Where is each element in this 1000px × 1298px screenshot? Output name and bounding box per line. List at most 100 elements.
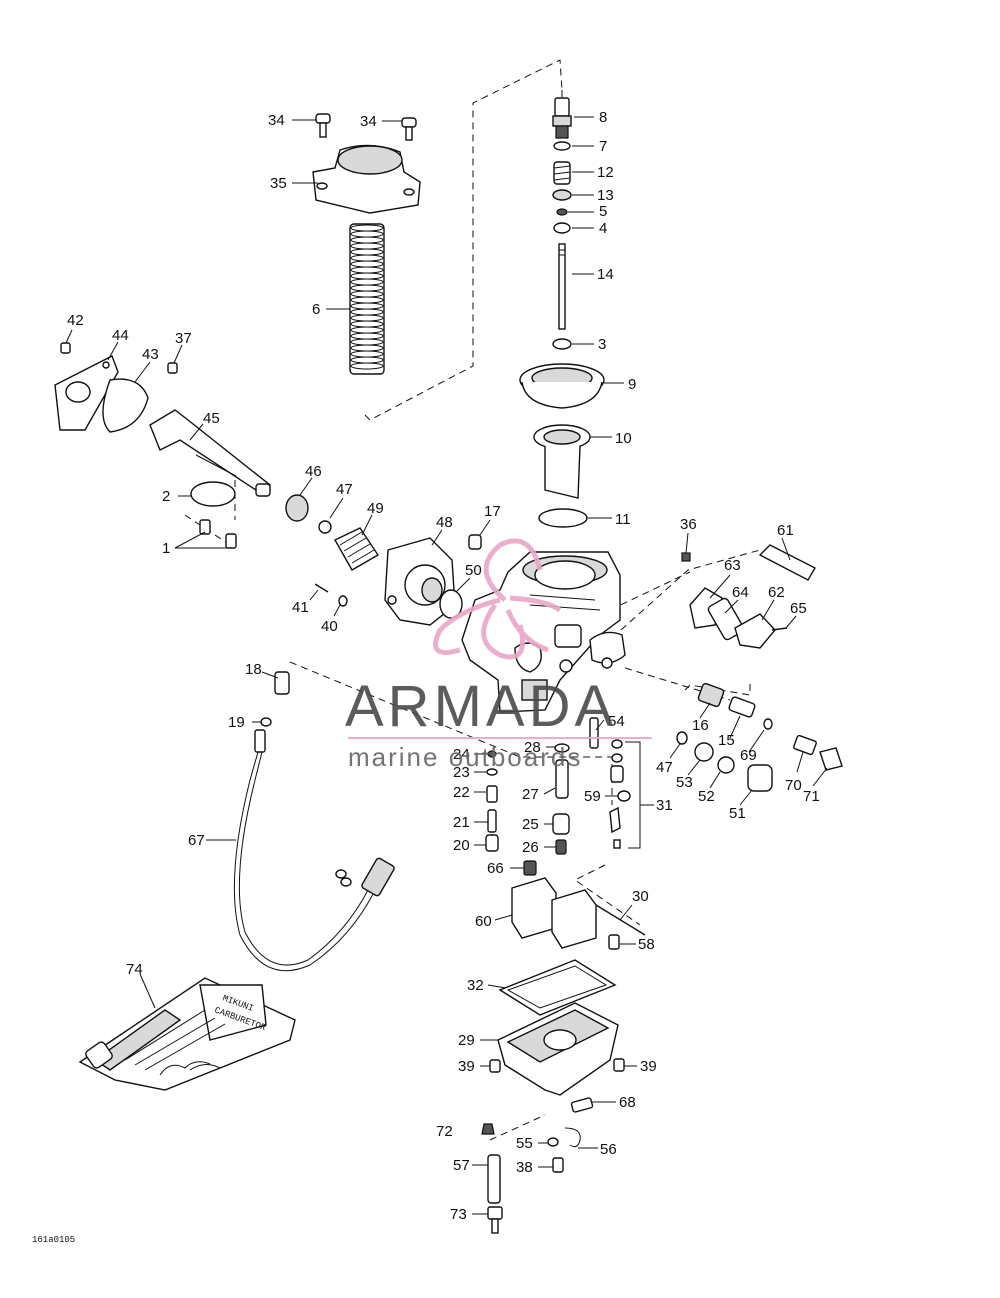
callout-39b: 39 bbox=[640, 1058, 657, 1075]
callout-46: 46 bbox=[305, 463, 322, 480]
part-51-cap bbox=[747, 764, 773, 792]
flower-logo-icon bbox=[433, 538, 562, 660]
part-4-washer bbox=[553, 222, 571, 234]
callout-48: 48 bbox=[436, 514, 453, 531]
part-14-jet-needle bbox=[558, 243, 566, 330]
callout-73: 73 bbox=[450, 1206, 467, 1223]
part-72-cap bbox=[481, 1123, 495, 1135]
part-47-washer-b bbox=[676, 731, 688, 745]
callout-56: 56 bbox=[600, 1141, 617, 1158]
part-36-plug bbox=[681, 552, 691, 562]
part-53-seal bbox=[694, 742, 714, 762]
part-52-nut bbox=[717, 756, 735, 774]
part-46-seal bbox=[285, 494, 309, 522]
part-34-screw-right bbox=[401, 117, 417, 141]
part-56-clip bbox=[564, 1127, 581, 1148]
part-8-valve-top bbox=[552, 97, 572, 139]
callout-21: 21 bbox=[453, 814, 470, 831]
callout-2: 2 bbox=[162, 488, 170, 505]
callout-34a: 34 bbox=[268, 112, 285, 129]
callout-26: 26 bbox=[522, 839, 539, 856]
part-39-screw-left bbox=[489, 1059, 501, 1073]
callout-24: 24 bbox=[453, 746, 470, 763]
part-20-cap bbox=[485, 834, 499, 852]
callout-27: 27 bbox=[522, 786, 539, 803]
part-70-screw bbox=[793, 734, 817, 756]
part-9-diaphragm bbox=[519, 363, 605, 409]
callout-64: 64 bbox=[732, 584, 749, 601]
part-6-spring bbox=[349, 223, 385, 375]
part-2-plate bbox=[190, 481, 236, 507]
part-47-washer bbox=[318, 520, 332, 534]
callout-62: 62 bbox=[768, 584, 785, 601]
part-1-screw-b bbox=[225, 533, 237, 549]
callout-57: 57 bbox=[453, 1157, 470, 1174]
callout-38: 38 bbox=[516, 1159, 533, 1176]
part-10-throttle-slide bbox=[533, 424, 591, 499]
callout-19: 19 bbox=[228, 714, 245, 731]
part-22-spring bbox=[486, 785, 498, 803]
part-drawings: MIKUNI CARBURETOR bbox=[54, 97, 843, 1234]
part-57-tube bbox=[487, 1154, 501, 1204]
part-49-spring bbox=[334, 527, 379, 571]
part-69-o-ring bbox=[763, 718, 773, 730]
callout-52: 52 bbox=[698, 788, 715, 805]
callout-11: 11 bbox=[615, 511, 631, 528]
callout-50: 50 bbox=[465, 562, 482, 579]
callout-43: 43 bbox=[142, 346, 159, 363]
callout-65: 65 bbox=[790, 600, 807, 617]
part-71-cap bbox=[819, 747, 843, 771]
callout-53: 53 bbox=[676, 774, 693, 791]
part-48-pump-housing bbox=[384, 537, 456, 626]
part-66-jet bbox=[523, 860, 537, 876]
part-21-screw bbox=[487, 809, 497, 833]
part-65-screw bbox=[771, 627, 788, 631]
callout-54: 54 bbox=[608, 713, 625, 730]
part-5-clip bbox=[556, 208, 568, 216]
part-38-screw bbox=[552, 1157, 564, 1173]
callout-72: 72 bbox=[436, 1123, 453, 1140]
callout-23: 23 bbox=[453, 764, 470, 781]
callout-41: 41 bbox=[292, 599, 309, 616]
callout-31: 31 bbox=[656, 797, 673, 814]
part-23-washer bbox=[486, 768, 498, 776]
callout-20: 20 bbox=[453, 837, 470, 854]
part-44-cover bbox=[54, 355, 119, 431]
watermark-tagline: marine outboards bbox=[348, 742, 582, 772]
part-31-needle-valve-assembly bbox=[609, 739, 631, 849]
part-28-washer bbox=[554, 743, 570, 753]
part-68-screw bbox=[570, 1097, 594, 1113]
part-45-shaft bbox=[149, 409, 271, 498]
callout-22: 22 bbox=[453, 784, 470, 801]
callout-18: 18 bbox=[245, 661, 262, 678]
callout-59: 59 bbox=[584, 788, 601, 805]
callout-32: 32 bbox=[467, 977, 484, 994]
part-58-screw bbox=[608, 934, 620, 950]
callout-61: 61 bbox=[777, 522, 794, 539]
part-55-washer bbox=[547, 1137, 559, 1147]
callout-68: 68 bbox=[619, 1094, 636, 1111]
part-carburetor-body bbox=[461, 551, 626, 713]
callout-44: 44 bbox=[112, 327, 129, 344]
callout-37: 37 bbox=[175, 330, 192, 347]
part-18-screw bbox=[274, 671, 290, 695]
part-19-o-ring bbox=[260, 717, 272, 727]
callout-5: 5 bbox=[599, 203, 607, 220]
watermark-brand: ARMADA bbox=[345, 674, 617, 739]
callout-71: 71 bbox=[803, 788, 820, 805]
part-16-body bbox=[697, 682, 725, 708]
part-73-drain-screw bbox=[487, 1206, 503, 1234]
part-29-float-bowl bbox=[497, 1002, 619, 1096]
callout-25: 25 bbox=[522, 816, 539, 833]
part-25-jet bbox=[552, 813, 570, 835]
callout-10: 10 bbox=[615, 430, 632, 447]
callout-28: 28 bbox=[524, 739, 541, 756]
callout-70: 70 bbox=[785, 777, 802, 794]
part-26-jet bbox=[555, 839, 567, 855]
part-12-spring bbox=[553, 161, 571, 185]
callout-51: 51 bbox=[729, 805, 746, 822]
callout-17: 17 bbox=[484, 503, 501, 520]
part-43-gasket bbox=[102, 378, 149, 433]
armada-watermark: ARMADA marine outboards bbox=[345, 538, 652, 772]
